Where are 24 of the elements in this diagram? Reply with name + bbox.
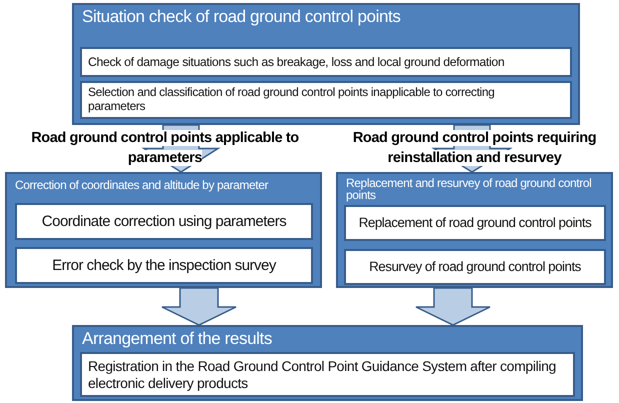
- panel-heading: Situation check of road ground control points: [82, 9, 402, 25]
- step-text: Resurvey of road ground control points: [369, 259, 581, 275]
- panel-heading: Correction of coordinates and altitude by parameter: [15, 177, 270, 193]
- step-box: [15, 247, 313, 284]
- step-text: Replacement of road ground control points: [358, 215, 592, 231]
- step-text: Error check by the inspection survey: [52, 256, 276, 274]
- process-panel: [72, 3, 580, 125]
- step-box: [344, 249, 606, 285]
- step-box: [344, 205, 606, 241]
- process-panel: [336, 172, 613, 288]
- block-arrow: [161, 287, 237, 326]
- step-text: Coordinate correction using parameters: [42, 212, 286, 230]
- step-text: Registration in the Road Ground Control Point Guidance System after compiling electronic delivery products: [88, 358, 557, 391]
- process-panel: [5, 172, 322, 288]
- step-text: Selection and classification of road ground control points inapplicable to correcting parameters: [88, 86, 496, 114]
- panel-heading: Replacement and resurvey of road ground control points: [346, 177, 592, 201]
- step-box: [80, 352, 575, 397]
- step-box: [80, 47, 572, 77]
- process-panel: [72, 325, 583, 401]
- step-box: [15, 203, 313, 240]
- step-box: [80, 81, 572, 119]
- panel-heading: Arrangement of the results: [82, 331, 273, 347]
- step-text: Check of damage situations such as breakage, loss and local ground deformation: [88, 54, 504, 70]
- block-arrow: [415, 287, 491, 326]
